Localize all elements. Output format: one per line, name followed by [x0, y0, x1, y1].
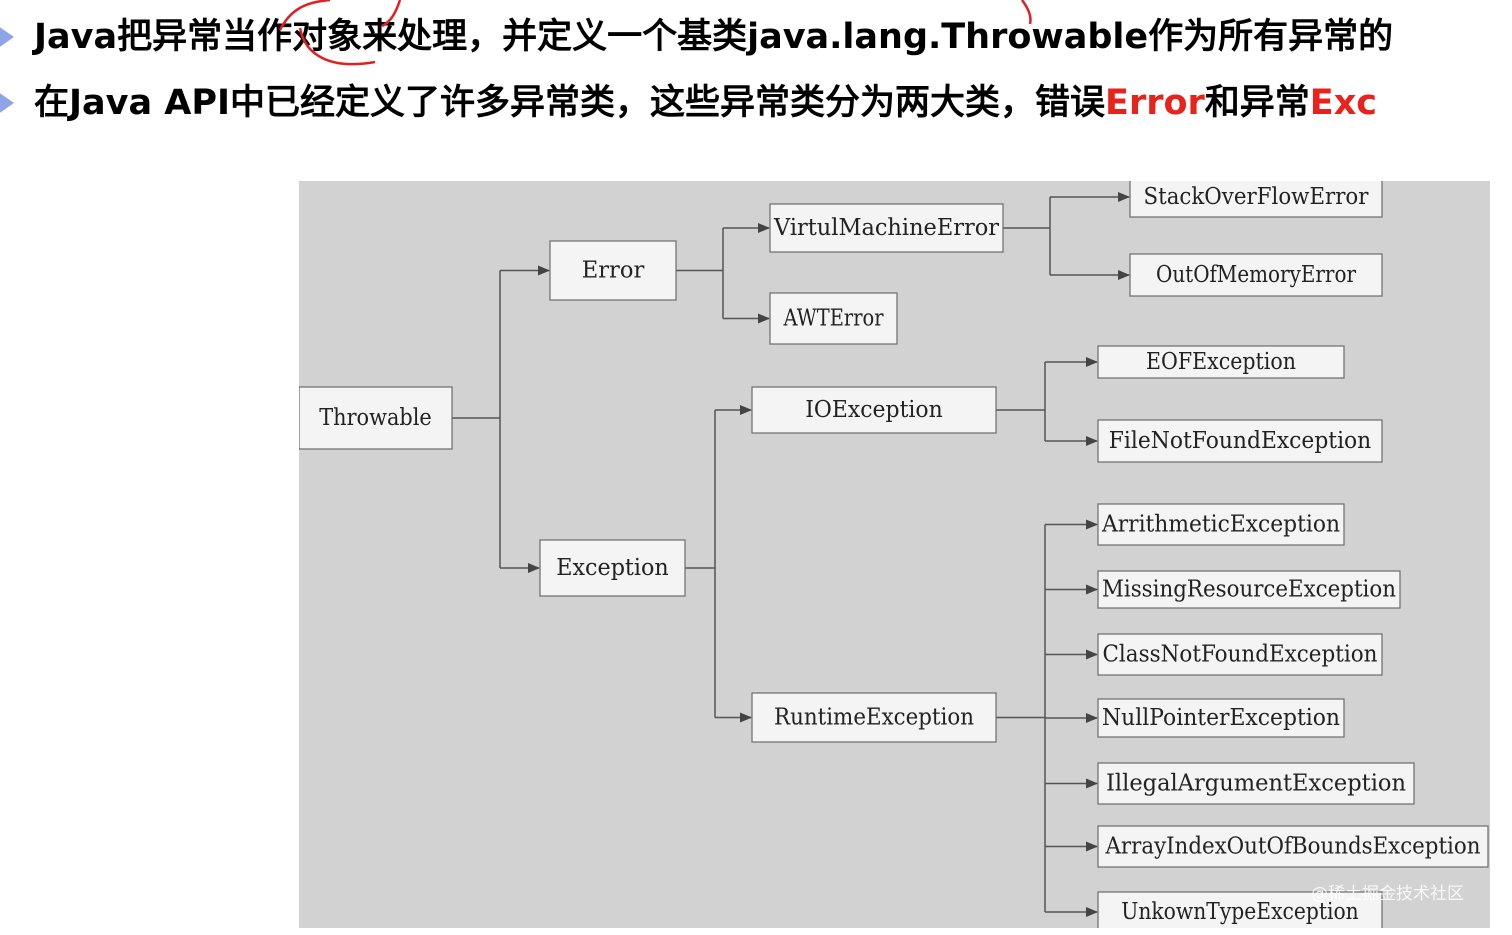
node-box: [1097, 633, 1383, 676]
node-label: MissingResourceException: [1102, 577, 1396, 603]
node-box: [549, 240, 677, 301]
node-mre: MissingResourceException: [1097, 570, 1401, 609]
node-ute: UnkownTypeException: [1097, 891, 1383, 928]
node-label: Error: [582, 258, 645, 284]
node-eof: EOFException: [1097, 345, 1345, 379]
node-cnf: ClassNotFoundException: [1097, 633, 1383, 676]
node-label: VirtulMachineError: [773, 215, 999, 241]
node-box: [751, 386, 997, 434]
bullet-triangle-icon: [0, 89, 14, 117]
node-box: [769, 203, 1004, 253]
node-label: IOException: [805, 397, 943, 423]
node-label: ArrayIndexOutOfBoundsException: [1105, 834, 1481, 860]
node-label: UnkownTypeException: [1121, 899, 1359, 925]
node-box: [1129, 253, 1383, 297]
node-box: [539, 539, 686, 597]
node-box: [1129, 181, 1383, 218]
node-error: Error: [549, 240, 677, 301]
node-label: OutOfMemoryError: [1156, 262, 1356, 288]
node-label: RuntimeException: [774, 705, 974, 731]
node-so: StackOverFlowError: [1129, 181, 1383, 218]
node-box: [751, 692, 997, 743]
node-box: [1097, 570, 1401, 609]
node-box: [1097, 345, 1345, 379]
node-throwable: Throwable: [299, 386, 453, 450]
bullet-2-part-error: Error: [1105, 83, 1205, 123]
node-box: [1097, 762, 1415, 805]
node-io: IOException: [751, 386, 997, 434]
node-label: ArrithmeticException: [1101, 512, 1340, 538]
node-box: [299, 386, 453, 450]
node-label: Throwable: [319, 405, 432, 431]
node-arith: ArrithmeticException: [1097, 503, 1345, 546]
bullet-line-2: 在Java API中已经定义了许多异常类，这些异常类分为两大类，错误Error和…: [0, 78, 1512, 128]
node-box: [769, 292, 898, 345]
node-label: Exception: [556, 555, 669, 581]
bullet-1-part-0: Java把异常当作对象来处理，并定义一个基类java.lang.Throwabl…: [34, 17, 1394, 57]
node-vme: VirtulMachineError: [769, 203, 1004, 253]
bullet-2-part-0: 在Java API中已经定义了许多异常类，这些异常类分为两大类，错误: [34, 83, 1106, 123]
node-label: StackOverFlowError: [1144, 184, 1369, 210]
node-box: [1097, 825, 1489, 868]
node-iae: IllegalArgumentException: [1097, 762, 1415, 805]
bullet-text-2: 在Java API中已经定义了许多异常类，这些异常类分为两大类，错误Error和…: [34, 78, 1377, 128]
node-rt: RuntimeException: [751, 692, 997, 743]
bullet-text-1: Java把异常当作对象来处理，并定义一个基类java.lang.Throwabl…: [34, 12, 1393, 62]
node-npe: NullPointerException: [1097, 698, 1345, 738]
node-box: [1097, 419, 1383, 463]
node-label: FileNotFoundException: [1109, 428, 1372, 454]
node-awt: AWTError: [769, 292, 898, 345]
watermark: @稀土掘金技术社区: [1311, 884, 1464, 904]
node-label: AWTError: [783, 306, 884, 332]
bullet-2-part-exc: Exc: [1309, 83, 1378, 123]
node-fnf: FileNotFoundException: [1097, 419, 1383, 463]
node-label: EOFException: [1146, 349, 1296, 375]
bullet-line-1: Java把异常当作对象来处理，并定义一个基类java.lang.Throwabl…: [0, 12, 1512, 62]
node-aioobe: ArrayIndexOutOfBoundsException: [1097, 825, 1489, 868]
node-box: [1097, 698, 1345, 738]
bullet-triangle-icon: [0, 23, 14, 51]
node-label: IllegalArgumentException: [1106, 771, 1406, 797]
node-label: NullPointerException: [1102, 705, 1340, 731]
node-label: ClassNotFoundException: [1103, 642, 1378, 668]
bullet-2-part-2: 和异常: [1204, 83, 1310, 123]
node-oom: OutOfMemoryError: [1129, 253, 1383, 297]
node-exception: Exception: [539, 539, 686, 597]
node-box: [1097, 503, 1345, 546]
node-box: [1097, 891, 1383, 928]
